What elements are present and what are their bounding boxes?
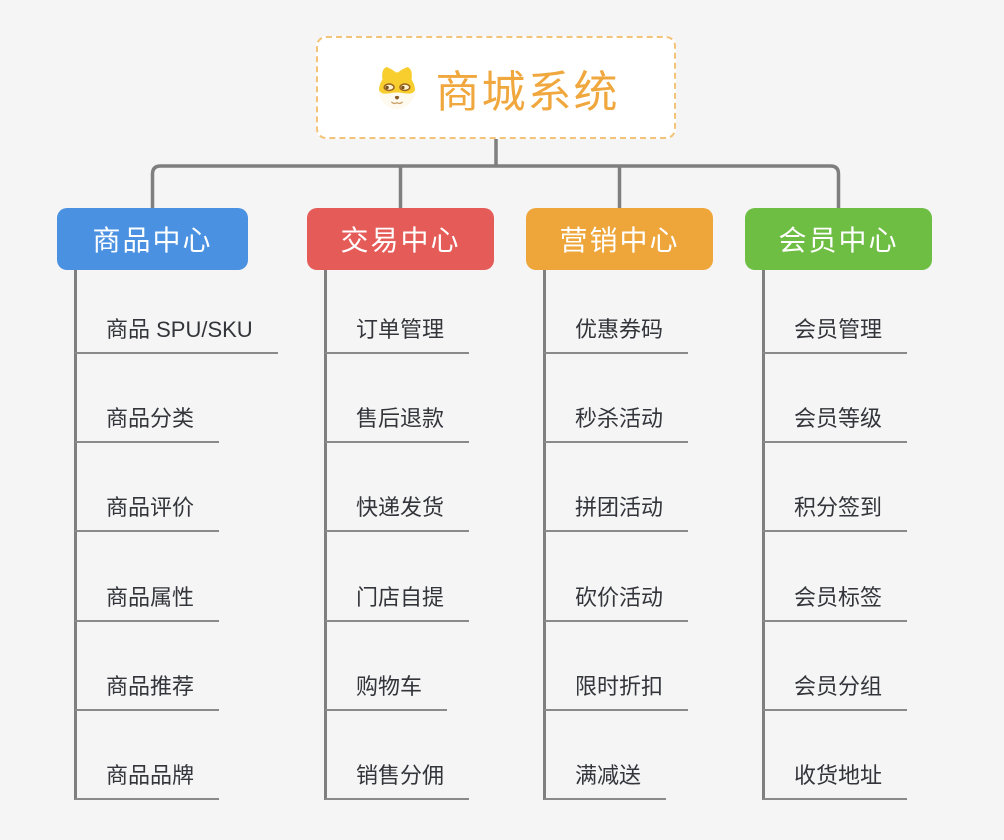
leaf-topic-label: 秒杀活动 — [575, 406, 664, 431]
leaf-topic[interactable]: 快递发货 — [325, 494, 470, 532]
leaf-topic-label: 限时折扣 — [575, 674, 664, 699]
leaf-topic[interactable]: 会员等级 — [763, 405, 908, 443]
leaf-topic-label: 商品属性 — [106, 585, 195, 610]
leaf-topic[interactable]: 售后退款 — [325, 405, 470, 443]
leaf-topic[interactable]: 会员标签 — [763, 584, 908, 622]
leaf-topic-label: 会员标签 — [794, 585, 883, 610]
branch-label: 交易中心 — [340, 225, 461, 256]
leaf-topic[interactable]: 满减送 — [544, 762, 667, 800]
root-title: 商城系统 — [435, 67, 620, 117]
leaf-topic[interactable]: 商品属性 — [75, 584, 220, 622]
leaf-topic-label: 商品品牌 — [106, 763, 195, 788]
leaf-topic[interactable]: 会员分组 — [763, 673, 908, 711]
branch-node[interactable]: 营销中心 — [526, 208, 713, 270]
branch-trunk-line — [761, 270, 765, 800]
leaf-topic[interactable]: 优惠券码 — [544, 316, 689, 354]
leaf-topic-label: 门店自提 — [356, 585, 445, 610]
leaf-topic[interactable]: 秒杀活动 — [544, 405, 689, 443]
leaf-topic-label: 拼团活动 — [575, 495, 664, 520]
leaf-topic-label: 快递发货 — [356, 495, 445, 520]
branch-bus-line — [150, 164, 841, 208]
leaf-topic[interactable]: 商品推荐 — [75, 673, 220, 711]
leaf-topic-label: 满减送 — [575, 763, 642, 788]
leaf-topic-label: 购物车 — [356, 674, 423, 699]
leaf-topic-label: 售后退款 — [356, 406, 445, 431]
branch-label: 会员中心 — [778, 225, 899, 256]
leaf-topic-label: 商品 SPU/SKU — [106, 317, 253, 342]
leaf-topic[interactable]: 会员管理 — [763, 316, 908, 354]
leaf-topic[interactable]: 积分签到 — [763, 494, 908, 532]
leaf-topic[interactable]: 砍价活动 — [544, 584, 689, 622]
leaf-topic-label: 积分签到 — [794, 495, 883, 520]
leaf-topic-label: 会员等级 — [794, 406, 883, 431]
mindmap-root-node[interactable]: 商城系统 — [316, 36, 676, 139]
leaf-topic[interactable]: 商品 SPU/SKU — [75, 316, 278, 354]
leaf-topic-label: 商品评价 — [106, 495, 195, 520]
branch-trunk-line — [73, 270, 77, 800]
branch-node[interactable]: 商品中心 — [57, 208, 248, 270]
shiba-dog-icon — [378, 66, 415, 109]
leaf-topic[interactable]: 商品评价 — [75, 494, 220, 532]
leaf-topic-label: 砍价活动 — [575, 585, 664, 610]
branch-node[interactable]: 交易中心 — [307, 208, 494, 270]
leaf-topic[interactable]: 商品品牌 — [75, 762, 220, 800]
leaf-topic-label: 订单管理 — [356, 317, 445, 342]
branch-node[interactable]: 会员中心 — [745, 208, 932, 270]
branch-label: 商品中心 — [92, 225, 213, 256]
leaf-topic[interactable]: 拼团活动 — [544, 494, 689, 532]
leaf-topic[interactable]: 订单管理 — [325, 316, 470, 354]
leaf-topic[interactable]: 门店自提 — [325, 584, 470, 622]
leaf-topic-label: 优惠券码 — [575, 317, 664, 342]
leaf-topic[interactable]: 购物车 — [325, 673, 448, 711]
leaf-topic-label: 收货地址 — [794, 763, 883, 788]
leaf-topic-label: 商品推荐 — [106, 674, 195, 699]
leaf-topic-label: 会员管理 — [794, 317, 883, 342]
branch-trunk-line — [542, 270, 546, 800]
leaf-topic[interactable]: 商品分类 — [75, 405, 220, 443]
leaf-topic[interactable]: 限时折扣 — [544, 673, 689, 711]
leaf-topic-label: 商品分类 — [106, 406, 195, 431]
branch-trunk-line — [323, 270, 327, 800]
leaf-topic-label: 会员分组 — [794, 674, 883, 699]
branch-label: 营销中心 — [559, 225, 680, 256]
leaf-topic[interactable]: 收货地址 — [763, 762, 908, 800]
leaf-topic[interactable]: 销售分佣 — [325, 762, 470, 800]
leaf-topic-label: 销售分佣 — [356, 763, 445, 788]
